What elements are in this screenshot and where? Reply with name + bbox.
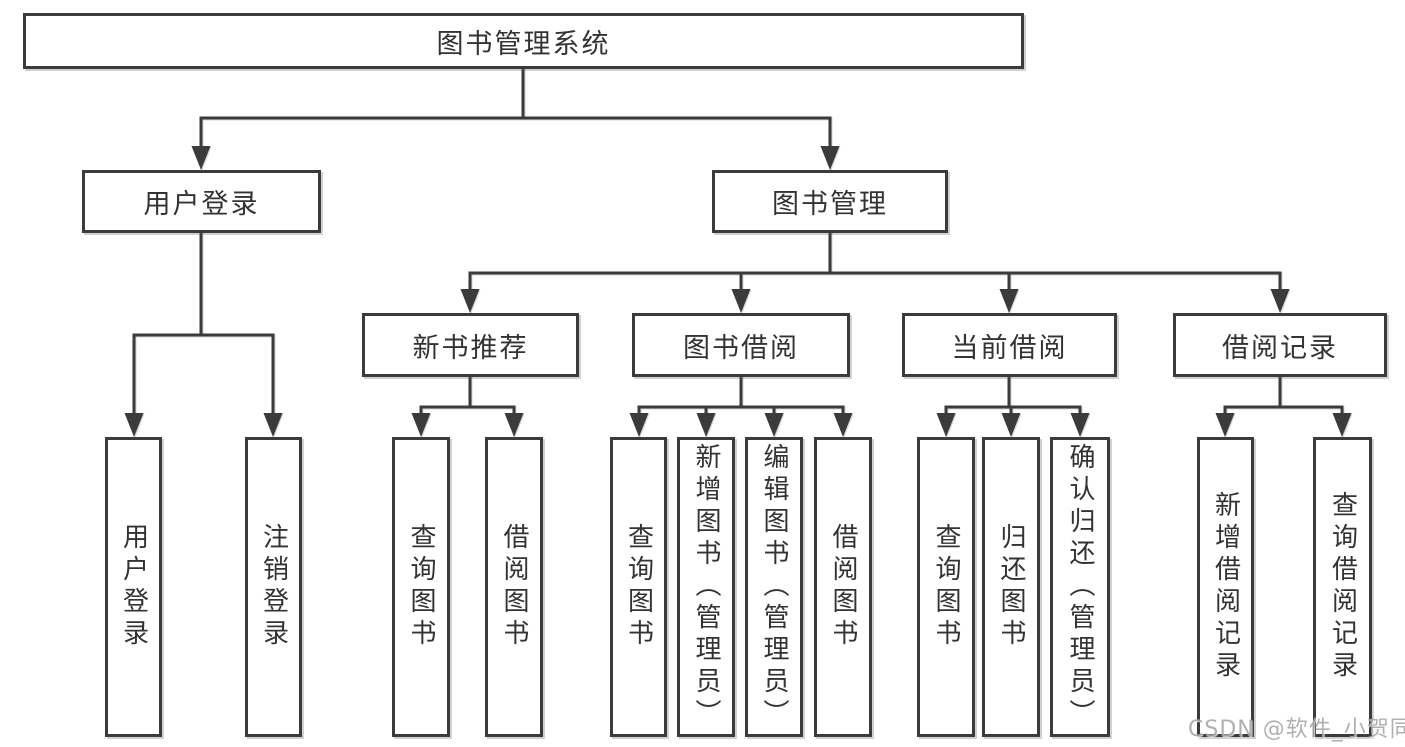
arrowhead-icon (1215, 413, 1235, 437)
node-book-management: 图书管理 (712, 170, 948, 233)
node-library-management-system: 图书管理系统 (23, 13, 1024, 69)
node-current-borrowing: 当前借阅 (902, 313, 1117, 377)
node-user-login: 用户登录 (82, 170, 321, 233)
arrowhead-icon (820, 146, 840, 170)
connector-borrow-rec-to-leaves (1223, 375, 1344, 418)
arrowhead-icon (411, 413, 431, 437)
leaf-add-book-admin: 新增图书（管理员） (677, 437, 735, 737)
leaf-user-login: 用户登录 (105, 437, 162, 737)
arrowhead-icon (999, 289, 1019, 313)
arrowhead-icon (696, 413, 716, 437)
arrowhead-icon (833, 413, 853, 437)
arrowhead-icon (731, 289, 751, 313)
leaf-borrow-books-recommend: 借阅图书 (485, 437, 543, 737)
connector-book-borrow-to-leaves (637, 375, 845, 418)
leaf-query-books-current: 查询图书 (917, 437, 975, 737)
arrowhead-icon (629, 413, 649, 437)
leaf-query-borrow-record: 查询借阅记录 (1313, 437, 1372, 737)
node-book-borrowing: 图书借阅 (632, 313, 850, 377)
csdn-watermark: CSDN @软件_小贺同学 (1188, 717, 1405, 742)
arrowhead-icon (936, 413, 956, 437)
arrowhead-icon (504, 413, 524, 437)
arrowhead-icon (1270, 289, 1290, 313)
leaf-query-books-recommend: 查询图书 (392, 437, 450, 737)
connector-segments (132, 67, 1344, 418)
arrowhead-icon (764, 413, 784, 437)
leaf-query-books-borrow: 查询图书 (610, 437, 667, 737)
leaf-add-borrow-record: 新增借阅记录 (1197, 437, 1254, 737)
arrowhead-icon (460, 289, 480, 313)
arrowhead-icon (263, 413, 283, 437)
connector-new-book-to-leaves (419, 375, 516, 418)
leaf-edit-book-admin: 编辑图书（管理员） (745, 437, 803, 737)
connector-cur-borrow-to-leaves (944, 375, 1082, 418)
arrowhead-icon (191, 146, 211, 170)
connector-root-to-level2 (199, 67, 832, 152)
node-borrowing-records: 借阅记录 (1173, 313, 1387, 377)
leaf-logout: 注销登录 (245, 437, 302, 737)
leaf-return-book: 归还图书 (982, 437, 1040, 737)
node-new-book-recommendation: 新书推荐 (362, 313, 579, 377)
leaf-confirm-return-admin: 确认归还（管理员） (1050, 437, 1110, 737)
arrowhead-icon (124, 413, 144, 437)
arrowhead-icon (1070, 413, 1090, 437)
arrowhead-icon (1332, 413, 1352, 437)
leaf-borrow-books: 借阅图书 (814, 437, 872, 737)
connector-book-mgmt-to-level3 (468, 231, 1282, 294)
connector-user-login-to-leaves (132, 231, 275, 418)
arrowheads (124, 146, 1352, 437)
arrowhead-icon (1001, 413, 1021, 437)
